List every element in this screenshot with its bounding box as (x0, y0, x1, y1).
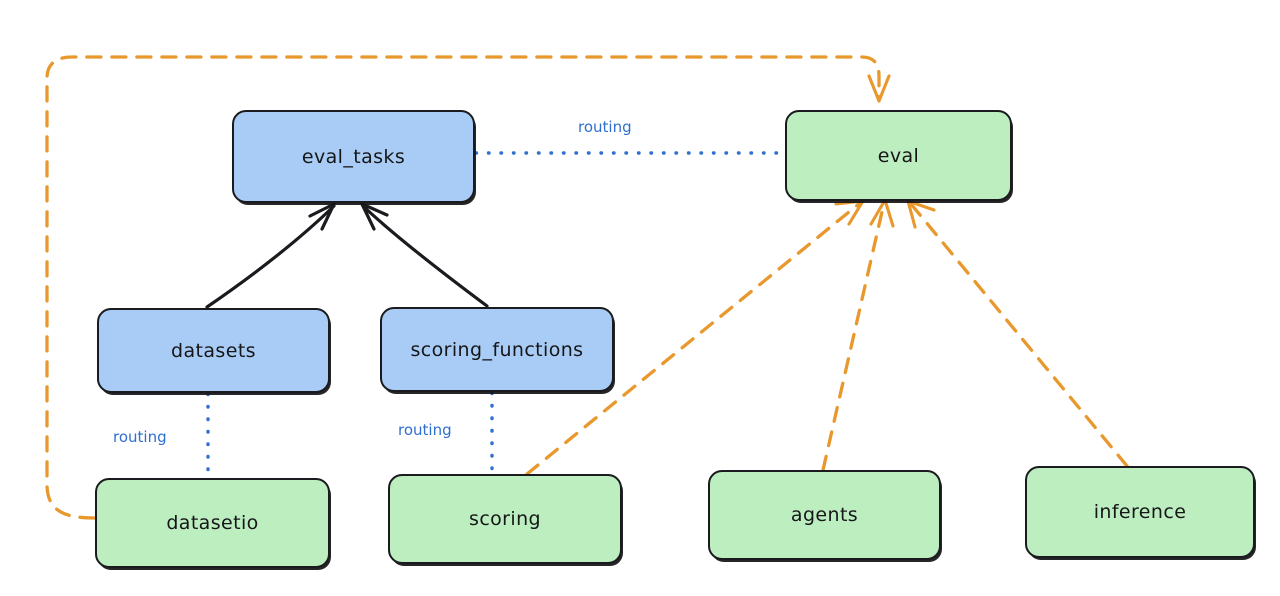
node-agents[interactable]: agents (708, 470, 941, 560)
node-label: agents (790, 504, 859, 526)
edge-inference-to-eval (906, 199, 1129, 468)
edge-label-routing-eval: routing (578, 118, 632, 136)
edge-datasets-to-eval_tasks (205, 202, 336, 309)
node-label: datasetio (166, 512, 259, 534)
node-label: scoring_functions (410, 338, 584, 361)
node-eval-tasks[interactable]: eval_tasks (232, 110, 475, 203)
node-datasetio[interactable]: datasetio (95, 478, 330, 568)
node-scoring[interactable]: scoring (388, 474, 622, 564)
edge-label-routing-datasets: routing (113, 428, 167, 446)
node-label: inference (1093, 501, 1187, 523)
node-label: scoring (469, 508, 541, 530)
node-eval[interactable]: eval (785, 110, 1012, 201)
node-label: eval_tasks (301, 145, 406, 168)
node-label: datasets (171, 339, 256, 362)
edge-label-routing-scoring: routing (398, 421, 452, 439)
node-scoring-functions[interactable]: scoring_functions (380, 307, 614, 392)
edge-scoring_functions-to-eval_tasks (360, 202, 489, 308)
node-datasets[interactable]: datasets (97, 308, 330, 393)
node-label: eval (877, 144, 920, 167)
edge-agents-to-eval (821, 198, 895, 472)
node-inference[interactable]: inference (1025, 466, 1255, 558)
